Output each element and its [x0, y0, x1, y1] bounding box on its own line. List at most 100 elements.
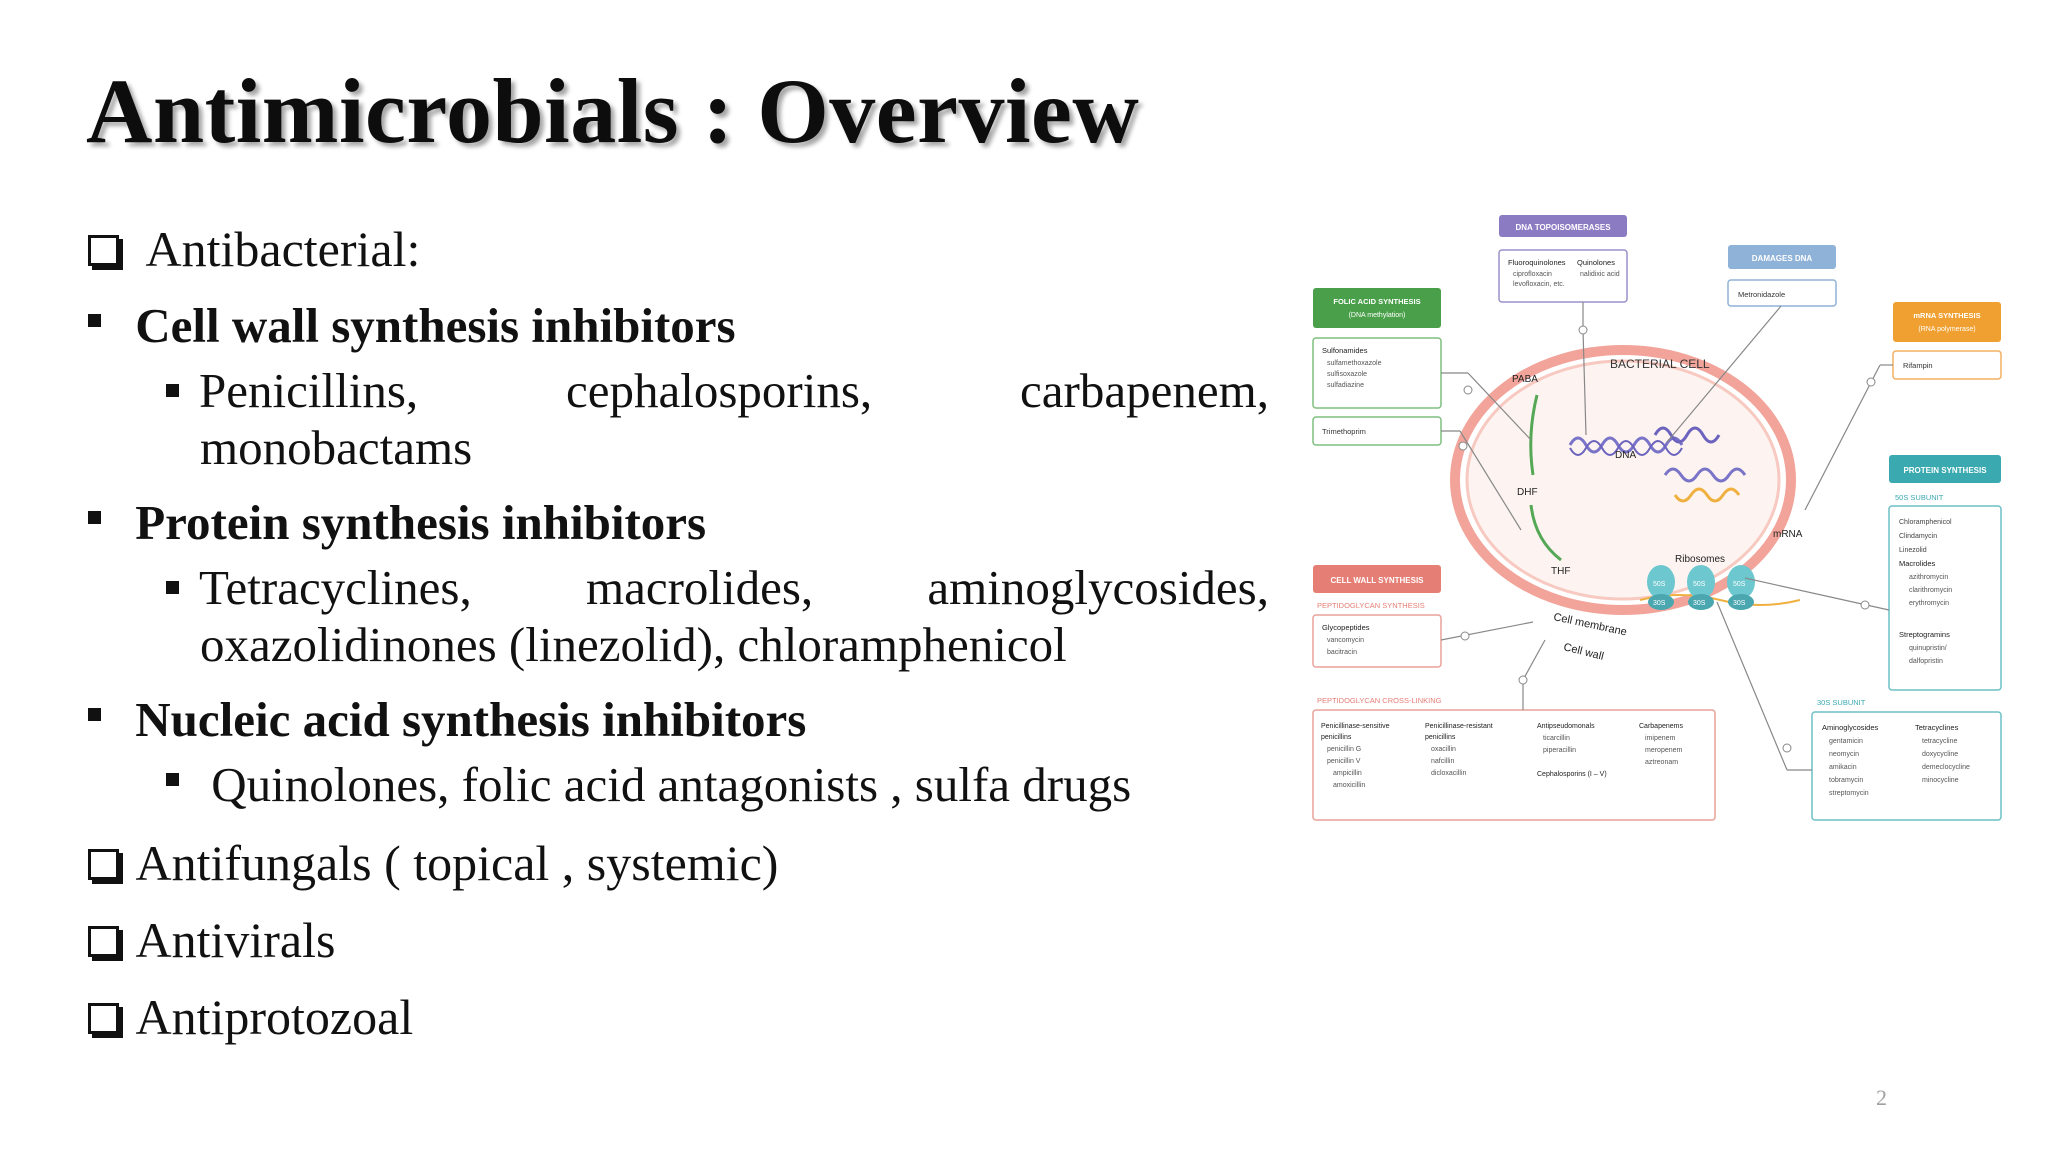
drug-class: Streptogramins [1899, 630, 1950, 639]
drug-name: oxacillin [1431, 746, 1456, 753]
paba-label: PABA [1512, 374, 1538, 385]
item-protein: Protein synthesis inhibitors [88, 494, 706, 551]
ribosome-50s-label: 50S [1693, 581, 1706, 588]
dna-strand [1663, 467, 1747, 483]
ribosome-50s-label: 50S [1653, 581, 1666, 588]
item-antifungals: Antifungals ( topical , systemic) [88, 834, 778, 892]
drug-name: clarithromycin [1909, 587, 1952, 594]
damage-box [1727, 279, 1837, 307]
drug-class: Carbapenems [1639, 723, 1683, 730]
sub-text: monobactams [200, 420, 473, 475]
item-nucleic: Nucleic acid synthesis inhibitors [88, 691, 806, 748]
connector-line [1716, 601, 1788, 771]
inhibit-marker-icon [1860, 600, 1870, 610]
cell-wall-label: Cell wall [1562, 641, 1605, 663]
drug-name: doxycycline [1922, 751, 1958, 758]
cell-label: BACTERIAL CELL [1610, 357, 1710, 371]
checkbox-bullet-icon [88, 235, 119, 267]
mrna-header-box [1893, 302, 2001, 342]
folic-header: FOLIC ACID SYNTHESIS [1333, 297, 1420, 306]
sub-text: Penicillins, [199, 363, 419, 418]
sub-text: macrolides, [585, 560, 814, 615]
dhf-label: DHF [1517, 487, 1538, 498]
drug-name: ampicillin [1333, 770, 1362, 777]
square-bullet-icon [166, 581, 179, 594]
inhibit-marker-icon [1463, 385, 1473, 395]
item-antivirals: Antivirals [88, 911, 335, 969]
drug-class: Sulfonamides [1322, 346, 1368, 355]
drug-name: erythromycin [1909, 600, 1949, 607]
drug-name: nafcillin [1431, 758, 1454, 765]
connector-line [1582, 329, 1587, 436]
cellwall-header: CELL WALL SYNTHESIS [1330, 576, 1424, 585]
item-cell-wall: Cell wall synthesis inhibitors [88, 297, 736, 354]
dna-strand [1569, 440, 1683, 456]
drug-name: dalfopristin [1909, 658, 1943, 665]
ribosome: 50S 30S [1727, 565, 1755, 610]
sub-text: cephalosporins, [566, 363, 873, 418]
drug-name: Clindamycin [1899, 533, 1937, 540]
inhibit-marker-icon [1460, 631, 1470, 641]
drug-name: Chloramphenicol [1899, 519, 1952, 526]
checkbox-bullet-icon [88, 849, 119, 881]
square-bullet-icon [88, 708, 101, 722]
protein-header-box [1889, 455, 2001, 483]
drug-name: streptomycin [1829, 790, 1869, 797]
square-bullet-icon [88, 511, 101, 525]
drug-class: Macrolides [1899, 559, 1936, 568]
drug-name: sulfisoxazole [1327, 371, 1367, 378]
drug-name: dicloxacillin [1431, 770, 1467, 777]
drug-name: amoxicillin [1333, 782, 1365, 789]
mrna-label: mRNA [1773, 529, 1803, 540]
antibiotic-targets-diagram: BACTERIAL CELL DNA mRNA PABA DHF THF Rib… [1312, 215, 2002, 821]
sub-text: carbapenem, [1020, 363, 1269, 418]
subunit-label: 50S SUBUNIT [1895, 493, 1944, 502]
drug-name: penicillin V [1327, 758, 1361, 765]
drug-name: aztreonam [1645, 759, 1678, 766]
drug-name: Rifampin [1903, 361, 1933, 370]
folic-header-box [1313, 288, 1441, 328]
drug-name: imipenem [1645, 735, 1676, 742]
ribosome-50s-label: 50S [1733, 581, 1746, 588]
inhibit-marker-icon [1458, 441, 1468, 451]
drug-name: demeclocycline [1922, 764, 1970, 771]
sub-text: oxazolidinones (linezolid), chlorampheni… [200, 617, 1067, 672]
drug-name: sulfadiazine [1327, 382, 1364, 389]
drug-name: azithromycin [1909, 574, 1948, 581]
drug-class: Fluoroquinolones [1508, 258, 1566, 267]
square-bullet-icon [166, 773, 179, 787]
sub-text: Tetracyclines, [199, 560, 472, 615]
drug-name: levofloxacin, etc. [1513, 281, 1565, 288]
dhf-arrow [1529, 504, 1562, 562]
subunit-label: 30S SUBUNIT [1817, 698, 1866, 707]
mrna-header-sub: (RNA polymerase) [1918, 326, 1975, 333]
item-cell-wall-label: Cell wall synthesis inhibitors [135, 298, 736, 353]
item-antiprotozoal-label: Antiprotozoal [135, 989, 414, 1045]
slide-title: Antimicrobials : Overview [86, 60, 1140, 162]
drug-name: Metronidazole [1738, 290, 1785, 299]
connector-line [1440, 621, 1534, 641]
connector-line [1467, 372, 1532, 441]
drug-name: piperacillin [1543, 747, 1576, 754]
connector-line [1666, 305, 1782, 443]
drug-name: quinupristin/ [1909, 645, 1947, 652]
inhibit-marker-icon [1578, 325, 1588, 335]
drug-name: neomycin [1829, 751, 1859, 758]
drug-name: sulfamethoxazole [1327, 360, 1382, 367]
drug-name: vancomycin [1327, 637, 1364, 644]
glycopeptide-box [1312, 614, 1442, 668]
damage-header: DAMAGES DNA [1752, 254, 1813, 263]
item-protein-sub: Tetracyclines, macrolides, aminoglycosid… [166, 559, 1269, 673]
damage-header-box [1728, 245, 1836, 269]
drug-class: Tetracyclines [1915, 723, 1959, 732]
item-antifungals-label: Antifungals ( topical , systemic) [135, 835, 779, 891]
drug-class: penicillins [1321, 734, 1352, 741]
drug-class: Glycopeptides [1322, 623, 1370, 632]
drug-name: ciprofloxacin [1513, 271, 1552, 278]
cell-membrane-ring [1465, 359, 1781, 601]
thf-label: THF [1551, 566, 1570, 577]
ribosomes-label: Ribosomes [1675, 554, 1725, 565]
item-protein-label: Protein synthesis inhibitors [135, 495, 707, 550]
ribosome-30s-label: 30S [1693, 600, 1706, 607]
mrna-header: mRNA SYNTHESIS [1913, 311, 1980, 320]
